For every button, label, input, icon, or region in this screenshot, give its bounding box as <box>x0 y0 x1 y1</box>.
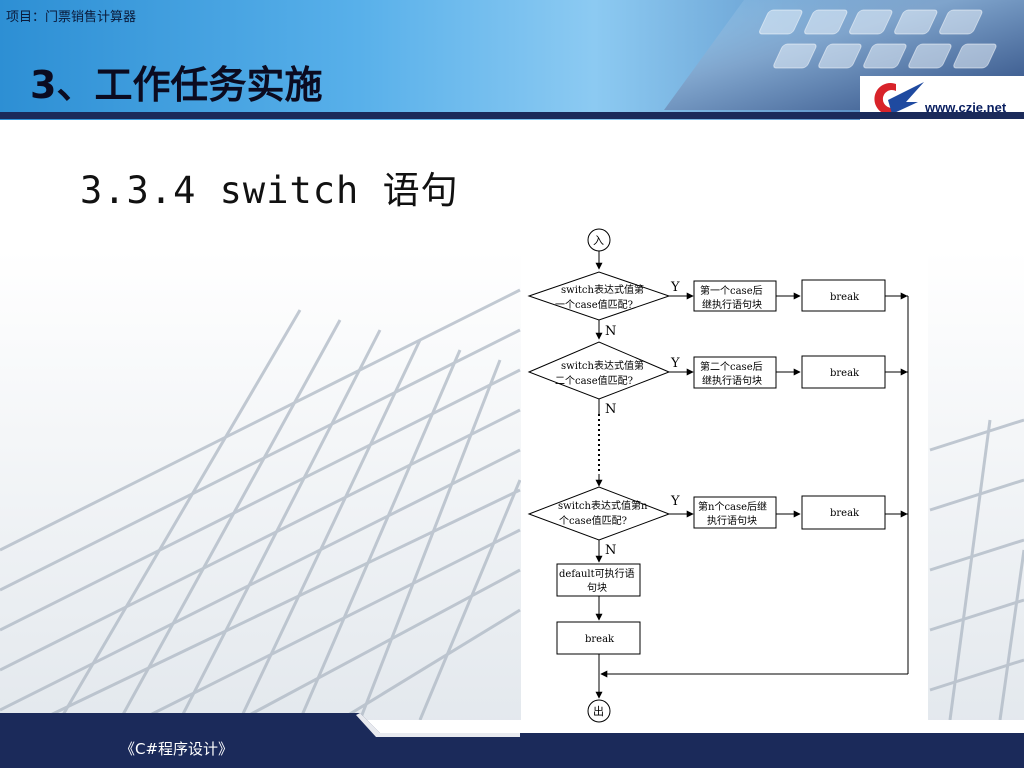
break-n <box>801 495 886 530</box>
yes-label-n: Y <box>670 494 680 509</box>
default-line1: default可执行语 <box>559 567 635 580</box>
entry-label: 入 <box>593 234 604 247</box>
case-block-n <box>693 496 777 529</box>
case-2-line1: 第二个case后 <box>700 360 763 373</box>
case-n-line2: 执行语句块 <box>707 514 757 527</box>
site-url[interactable]: www.czie.net <box>925 100 1007 115</box>
decision-n-line1: switch表达式值第n <box>558 499 648 512</box>
no-label-n: N <box>605 543 616 558</box>
break-n-label: break <box>830 508 860 519</box>
default-break <box>556 621 641 655</box>
case-2-line2: 继执行语句块 <box>702 374 762 387</box>
header-divider <box>0 112 1024 119</box>
section-title: 3、工作任务实施 <box>30 63 323 107</box>
flowchart-panel: 入 switch表达式值第 一个case值匹配? Y 第一个case后 继执行语… <box>521 224 928 738</box>
break-1-label: break <box>830 292 860 303</box>
switch-flowchart: 入 switch表达式值第 一个case值匹配? Y 第一个case后 继执行语… <box>527 228 909 723</box>
case-block-2 <box>693 356 777 389</box>
default-line2: 句块 <box>587 581 607 594</box>
decision-n <box>527 486 671 541</box>
break-1 <box>801 279 886 312</box>
no-label-1: N <box>605 324 616 339</box>
case-block-1 <box>693 280 777 312</box>
decision-1-line1: switch表达式值第 <box>561 283 644 296</box>
project-label: 项目：门票销售计算器 <box>6 10 137 25</box>
break-2-label: break <box>830 368 860 379</box>
exit-label: 出 <box>593 704 604 718</box>
slide-subtitle: 3.3.4 switch 语句 <box>80 169 459 212</box>
default-block <box>556 563 641 597</box>
decision-1-line2: 一个case值匹配? <box>555 298 633 311</box>
default-break-label: break <box>585 634 615 645</box>
footer-bar <box>0 713 1024 768</box>
no-label-2: N <box>605 402 616 417</box>
case-n-line1: 第n个case后继 <box>698 500 767 513</box>
decision-1 <box>527 271 671 321</box>
school-logo-icon <box>874 82 924 115</box>
decision-2-line2: 二个case值匹配? <box>555 374 633 387</box>
decision-2-line1: switch表达式值第 <box>561 359 644 372</box>
case-1-line2: 继执行语句块 <box>702 298 762 311</box>
yes-label-2: Y <box>670 356 680 371</box>
course-name: 《C#程序设计》 <box>120 740 234 758</box>
case-1-line1: 第一个case后 <box>700 284 763 297</box>
exit-node <box>587 699 611 723</box>
decision-n-line2: 个case值匹配? <box>559 514 627 527</box>
yes-label-1: Y <box>670 280 680 295</box>
